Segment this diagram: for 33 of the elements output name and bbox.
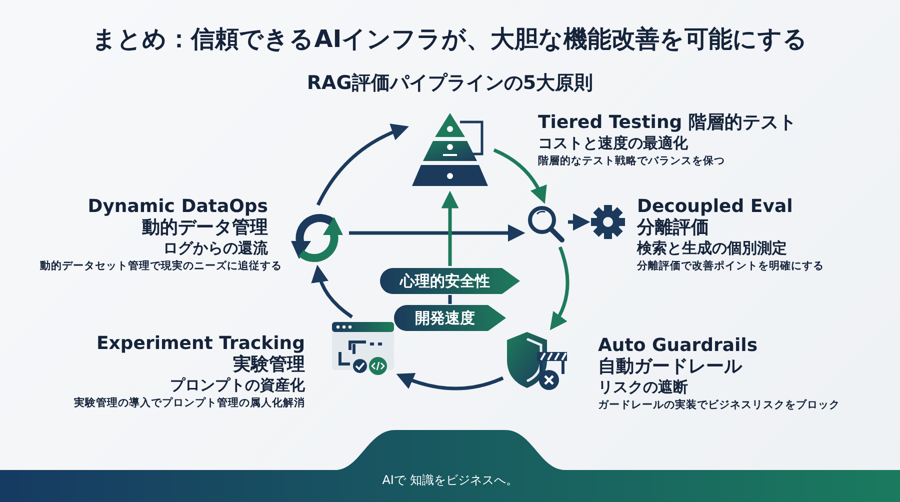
principle-description: 実験管理の導入でプロンプト管理の属人化解消 [74,397,305,409]
principle-title: Auto Guardrails [598,335,758,356]
principle-title: 分離評価 [637,217,709,238]
arrow [316,124,409,206]
principle-title: 実験管理 [233,354,305,375]
principle-title: 動的データ管理 [142,217,268,238]
arrow [349,224,526,242]
principle-title: 自動ガードレール [598,356,742,377]
principle-subtitle: リスクの遮断 [598,378,688,396]
principle-title: Tiered Testing 階層的テスト [538,112,796,133]
arrow [550,246,570,330]
tagline: AIで 知識をビジネスへ。 [382,473,518,487]
principle-subtitle: ログからの還流 [163,239,268,257]
principle-subtitle: 検索と生成の個別測定 [637,239,787,257]
principle-subtitle: コストと速度の最適化 [538,134,688,152]
principle-description: 動的データセット管理で現実のニーズに追従する [40,260,282,272]
principle-title: Experiment Tracking [96,333,305,354]
arrow [441,190,459,266]
principle-subtitle: プロンプトの資産化 [170,376,305,394]
arrow [493,148,546,204]
connector-line [448,295,452,304]
principle-title: Decoupled Eval [637,196,793,217]
arrow [312,264,353,318]
principle-description: ガードレールの実装でビジネスリスクをブロック [598,399,840,411]
arrow-banner: 心理的安全性 [380,268,520,294]
subtitle: RAG評価パイプラインの5大原則 [306,72,594,94]
arrow [568,213,590,231]
title: まとめ：信頼できるAIインフラが、大胆な機能改善を可能にする [92,25,808,53]
principle-title: Dynamic DataOps [88,196,268,217]
principle-description: 分離評価で改善ポイントを明確にする [637,260,824,272]
principle-description: 階層的なテスト戦略でバランスを保つ [538,155,725,167]
arrow-banner: 開発速度 [394,305,506,331]
arrow [396,372,504,390]
